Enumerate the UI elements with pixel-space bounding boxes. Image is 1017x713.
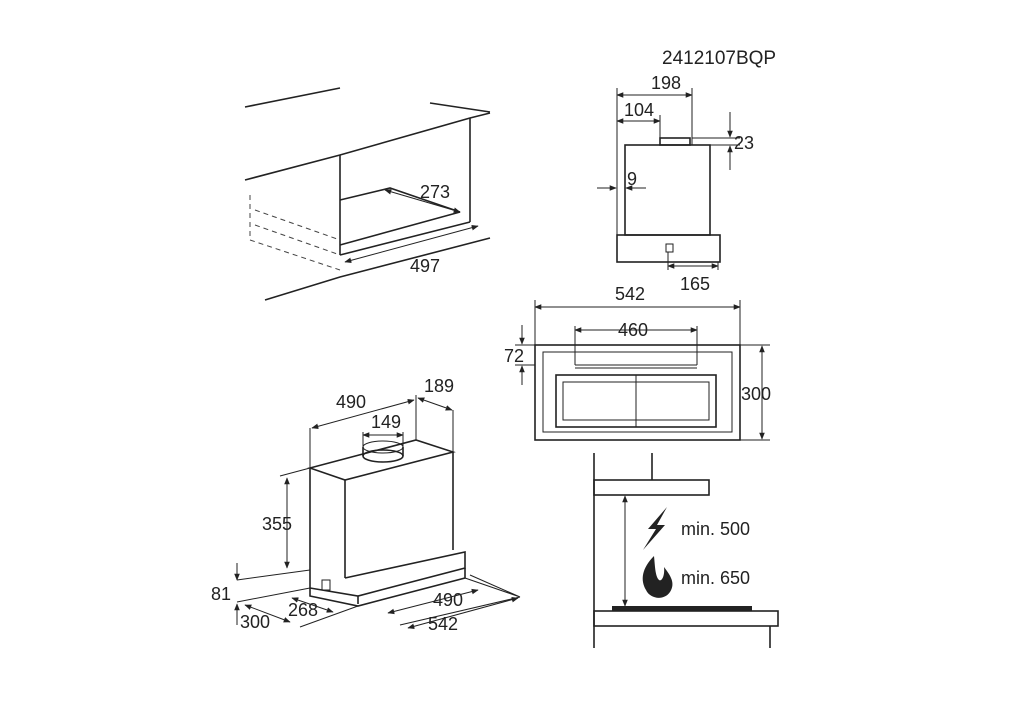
front-view: 198 104 23 9 165 bbox=[597, 73, 754, 294]
iso-top-width-label: 490 bbox=[336, 392, 366, 412]
total-depth-label: 300 bbox=[741, 384, 771, 404]
extended-depth-label: 300 bbox=[240, 612, 270, 632]
outlet-offset-label: 104 bbox=[624, 100, 654, 120]
control-width-label: 165 bbox=[680, 274, 710, 294]
flame-icon bbox=[642, 556, 673, 598]
iso-view: 490 189 149 355 81 300 268 490 542 bbox=[211, 376, 521, 634]
filter-width-label: 460 bbox=[618, 320, 648, 340]
front-depth-label: 72 bbox=[504, 346, 524, 366]
outlet-height-label: 23 bbox=[734, 133, 754, 153]
hood-height-label: 355 bbox=[262, 514, 292, 534]
total-width-label: 542 bbox=[615, 284, 645, 304]
front-width-label: 198 bbox=[651, 73, 681, 93]
retracted-depth-label: 268 bbox=[288, 600, 318, 620]
cabinet-width-label: 497 bbox=[410, 256, 440, 276]
model-code: 2412107BQP bbox=[662, 48, 776, 69]
bottom-view: 542 460 72 300 bbox=[504, 284, 771, 441]
gas-clearance-label: min. 650 bbox=[681, 568, 750, 588]
cabinet-view: 273 497 bbox=[244, 87, 491, 301]
front-height-label: 81 bbox=[211, 584, 231, 604]
clearance-view: min. 500 min. 650 bbox=[593, 453, 779, 648]
iso-top-depth-label: 189 bbox=[424, 376, 454, 396]
electric-clearance-label: min. 500 bbox=[681, 519, 750, 539]
lightning-icon bbox=[643, 507, 667, 550]
cabinet-depth-label: 273 bbox=[420, 182, 450, 202]
outlet-diameter-label: 149 bbox=[371, 412, 401, 432]
bottom-width-label: 490 bbox=[433, 590, 463, 610]
iso-total-width-label: 542 bbox=[428, 614, 458, 634]
side-gap-label: 9 bbox=[627, 169, 637, 189]
